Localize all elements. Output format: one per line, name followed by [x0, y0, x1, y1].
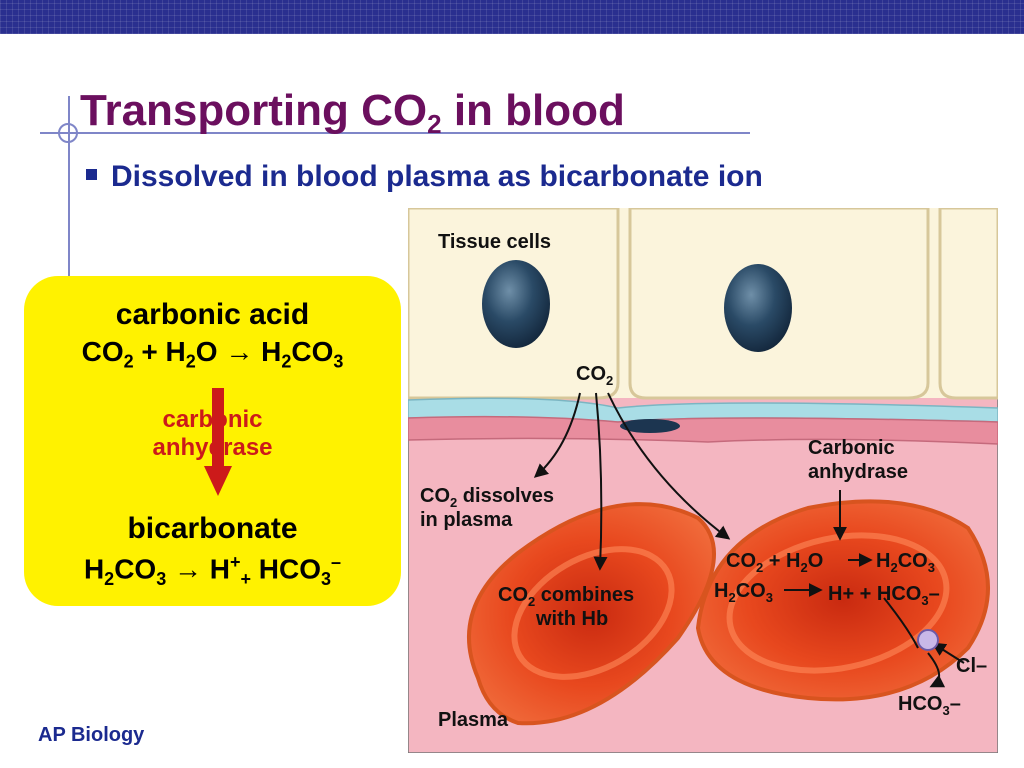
plasma-label: Plasma — [438, 709, 509, 731]
carbonic-acid-heading: carbonic acid — [115, 298, 310, 331]
bicarbonate-heading: bicarbonate — [127, 512, 298, 545]
top-banner — [0, 0, 1024, 34]
combines-label-1: CO2 combines — [498, 584, 634, 609]
reaction-2-right: H+ + HCO3– — [828, 583, 940, 608]
crosshair-circle — [58, 123, 78, 143]
carbonic-acid-equation: CO2 + H2O → H2CO3 — [81, 336, 344, 372]
red-blood-cell-2 — [695, 499, 990, 702]
nucleus-1 — [482, 260, 550, 348]
dissolves-label-1: CO2 dissolves — [420, 485, 554, 510]
reaction-arrow-head-icon — [204, 466, 232, 496]
bullet-square-icon — [86, 169, 97, 180]
band3-exchanger — [917, 629, 939, 651]
arrow-rbc — [607, 392, 731, 540]
arrow-to-exchanger — [883, 597, 919, 649]
slide-title: Transporting CO2 in blood — [80, 86, 625, 139]
co2-top-label: CO2 — [576, 363, 613, 388]
blood-transport-diagram: Tissue cells CO2 Carbonic anhydrase CO2 … — [408, 208, 998, 753]
bullet-point: Dissolved in blood plasma as bicarbonate… — [86, 160, 763, 194]
title-rule — [40, 132, 750, 134]
reaction-1-left: CO2 + H2O — [726, 550, 823, 575]
red-blood-cell-1 — [467, 502, 716, 726]
tissue-cells-label: Tissue cells — [438, 231, 551, 253]
footer-label: AP Biology — [38, 724, 145, 746]
combines-label-2: with Hb — [535, 608, 608, 630]
bicarbonate-equation: H2CO3 → H++ HCO3– — [83, 552, 342, 589]
arrow-combine — [593, 392, 608, 571]
chloride-label: Cl– — [956, 655, 987, 677]
arrow-dissolve — [533, 392, 581, 478]
reaction-arrow-shaft — [212, 388, 224, 470]
carbonic-anhydrase-label-1: Carbonic — [808, 437, 895, 459]
tissue-cell-3 — [938, 208, 998, 400]
dissolves-label-2: in plasma — [420, 509, 513, 531]
nucleus-2 — [724, 264, 792, 352]
hco3-out-label: HCO3– — [898, 693, 961, 718]
reaction-1-right: H2CO3 — [876, 550, 935, 575]
arrow-hco3-out — [927, 652, 946, 688]
left-rule — [68, 96, 70, 276]
endothelial-nucleus — [620, 419, 680, 433]
reaction-2-left: H2CO3 — [714, 580, 773, 605]
carbonic-anhydrase-label-2: anhydrase — [808, 461, 908, 483]
